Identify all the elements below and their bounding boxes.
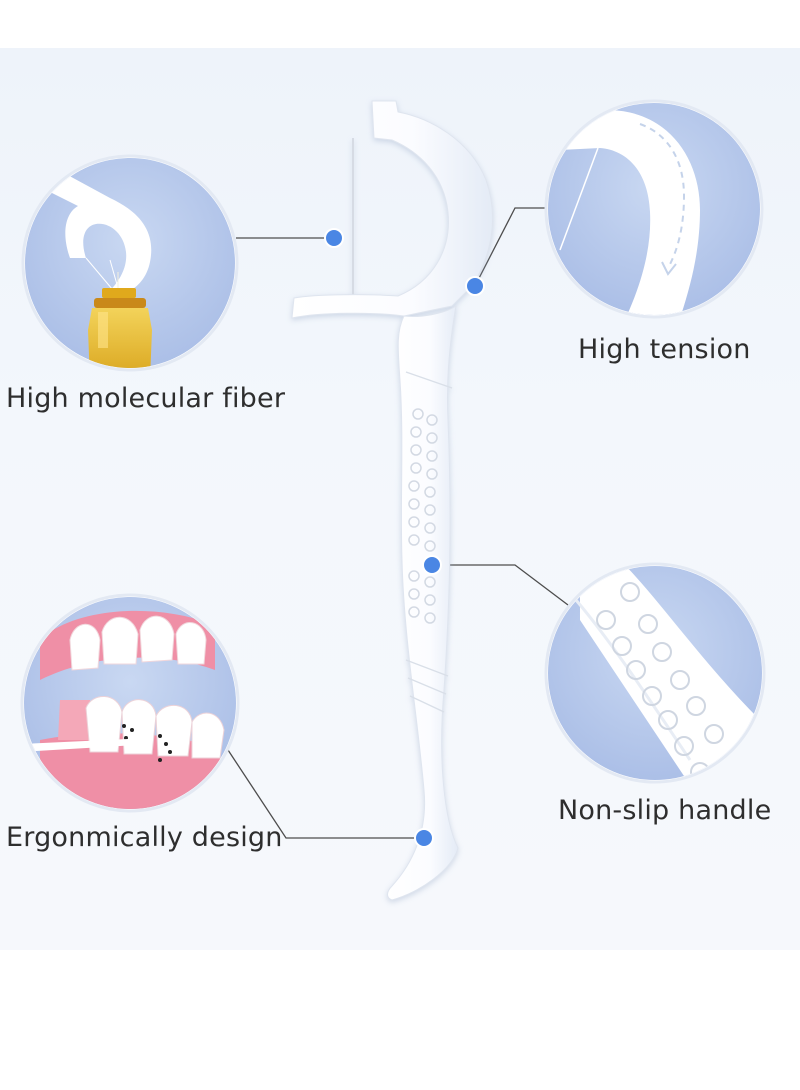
feature-label-handle: Non-slip handle [558, 795, 772, 826]
leader-line-handle [432, 564, 573, 609]
leader-line-design [227, 749, 424, 839]
circle-tension [544, 99, 764, 319]
dot-handle [422, 555, 442, 575]
feature-label-tension: High tension [578, 334, 751, 365]
grip-dots [408, 408, 438, 624]
pick-handle [387, 304, 459, 901]
floss-pick [291, 100, 494, 901]
circle-design [20, 593, 240, 813]
pick-top-arm [291, 100, 494, 319]
circle-handle [544, 562, 766, 784]
leader-line-tension [474, 207, 550, 287]
grip-ridges [405, 371, 453, 713]
feature-label-design: Ergonmically design [6, 822, 283, 853]
dot-tension [465, 276, 485, 296]
feature-label-fiber: High molecular fiber [6, 383, 286, 414]
dot-fiber [324, 228, 344, 248]
callout-dots [324, 228, 485, 848]
dot-design [414, 828, 434, 848]
leader-lines [227, 207, 573, 839]
circle-fiber [21, 154, 239, 372]
